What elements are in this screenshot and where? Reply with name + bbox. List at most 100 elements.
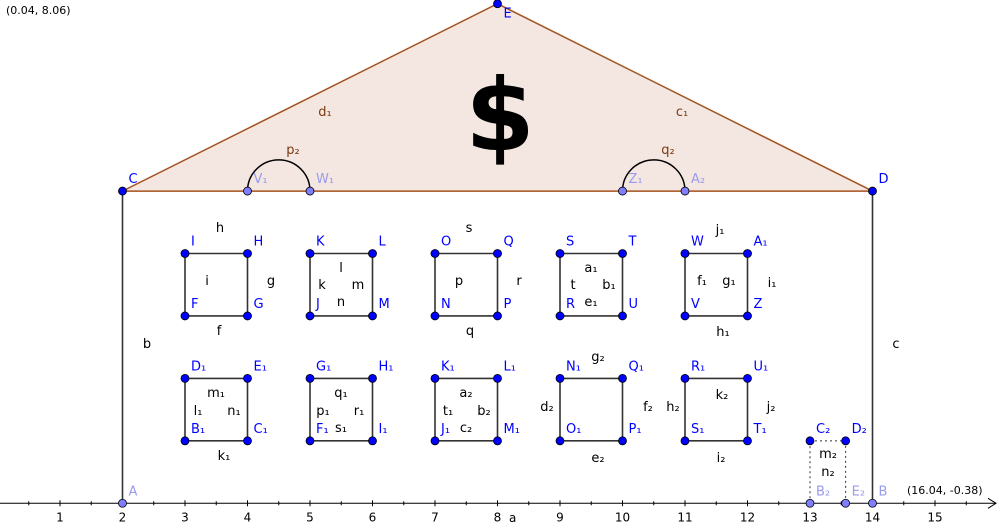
point-V[interactable] [680, 311, 690, 321]
point-Q₁[interactable] [618, 373, 627, 383]
point-label: W [691, 235, 704, 250]
object-label: d₂ [540, 400, 553, 415]
object-label: p [455, 274, 463, 289]
point-N₁[interactable] [555, 373, 565, 383]
point-U[interactable] [618, 311, 627, 321]
point-label: N₁ [566, 359, 581, 374]
point-C[interactable] [118, 186, 127, 196]
point-I₁[interactable] [368, 436, 377, 446]
point-D₁[interactable] [180, 373, 190, 383]
object-label: c₁ [676, 105, 688, 120]
point-A[interactable] [118, 498, 127, 508]
point-label: Z [754, 297, 763, 312]
point-K₁[interactable] [430, 373, 440, 383]
semicircle-arc [621, 159, 686, 192]
point-S₁[interactable] [680, 436, 690, 446]
point-S[interactable] [555, 249, 565, 258]
axis-tick-label: 8 [494, 510, 502, 524]
axis-tick-label: 9 [556, 510, 564, 524]
point-E₁[interactable] [243, 373, 252, 383]
point-V₁[interactable] [243, 186, 252, 196]
point-B[interactable] [868, 498, 877, 508]
axis-tick-label: 13 [802, 510, 817, 524]
roof-triangle [122, 2, 873, 192]
point-label: V [691, 297, 700, 312]
point-T[interactable] [618, 249, 627, 258]
point-P[interactable] [493, 311, 502, 321]
point-label: C₂ [816, 422, 830, 437]
point-E₂[interactable] [841, 498, 851, 508]
point-H[interactable] [243, 249, 252, 258]
point-B₁[interactable] [180, 436, 190, 446]
object-label: a₂ [459, 386, 472, 401]
point-N[interactable] [430, 311, 440, 321]
point-J[interactable] [305, 311, 315, 321]
point-label: H [254, 235, 264, 250]
point-A₂[interactable] [680, 186, 690, 196]
point-H₁[interactable] [368, 373, 377, 383]
object-label: f₂ [643, 400, 653, 415]
point-label: F₁ [316, 422, 329, 437]
point-P₁[interactable] [618, 436, 627, 446]
point-label: U [629, 297, 639, 312]
object-label: f [217, 324, 222, 339]
point-G[interactable] [243, 311, 252, 321]
axis-tick-label: 11 [677, 510, 692, 524]
bottom-right-coordinate: (16.04, -0.38) [907, 484, 983, 497]
point-Z₁[interactable] [618, 186, 627, 196]
point-Q[interactable] [493, 249, 502, 258]
object-label: r [516, 274, 522, 289]
point-L₁[interactable] [493, 373, 502, 383]
point-label: S₁ [691, 422, 704, 437]
point-R₁[interactable] [680, 373, 690, 383]
point-B₂[interactable] [805, 498, 815, 508]
point-label: L₁ [504, 359, 516, 374]
point-label: W₁ [316, 172, 334, 187]
point-label: H₁ [379, 359, 394, 374]
point-O₁[interactable] [555, 436, 565, 446]
point-W₁[interactable] [305, 186, 315, 196]
point-F[interactable] [180, 311, 190, 321]
roof-layer [122, 2, 873, 192]
object-label: r₁ [354, 404, 365, 419]
point-label: E₂ [852, 484, 865, 499]
point-Z[interactable] [743, 311, 752, 321]
point-C₁[interactable] [243, 436, 252, 446]
point-J₁[interactable] [430, 436, 440, 446]
point-O[interactable] [430, 249, 440, 258]
point-label: A₂ [691, 172, 705, 187]
axis-tick-label: 12 [740, 510, 755, 524]
point-D[interactable] [868, 186, 877, 196]
point-M[interactable] [368, 311, 377, 321]
top-left-coordinate: (0.04, 8.06) [6, 4, 71, 17]
object-label: s₁ [335, 421, 347, 436]
point-label: C₁ [254, 422, 268, 437]
point-K[interactable] [305, 249, 315, 258]
point-U₁[interactable] [743, 373, 752, 383]
point-label: K₁ [441, 359, 455, 374]
object-label: h [216, 221, 224, 236]
object-label: k₁ [218, 449, 231, 464]
point-C₂[interactable] [805, 436, 815, 446]
point-F₁[interactable] [305, 436, 315, 446]
point-G₁[interactable] [305, 373, 315, 383]
point-label: B [879, 484, 888, 499]
point-L[interactable] [368, 249, 377, 258]
object-label: s [466, 221, 473, 236]
point-D₂[interactable] [841, 436, 851, 446]
point-I[interactable] [180, 249, 190, 258]
point-label: I₁ [379, 422, 388, 437]
point-label: Q₁ [629, 359, 644, 374]
point-T₁[interactable] [743, 436, 752, 446]
point-A₁[interactable] [743, 249, 752, 258]
object-label: p₁ [316, 404, 329, 419]
point-W[interactable] [680, 249, 690, 258]
point-M₁[interactable] [493, 436, 502, 446]
point-E[interactable] [493, 0, 502, 9]
point-label: Q [504, 235, 514, 250]
point-label: E₁ [254, 359, 267, 374]
point-R[interactable] [555, 311, 565, 321]
